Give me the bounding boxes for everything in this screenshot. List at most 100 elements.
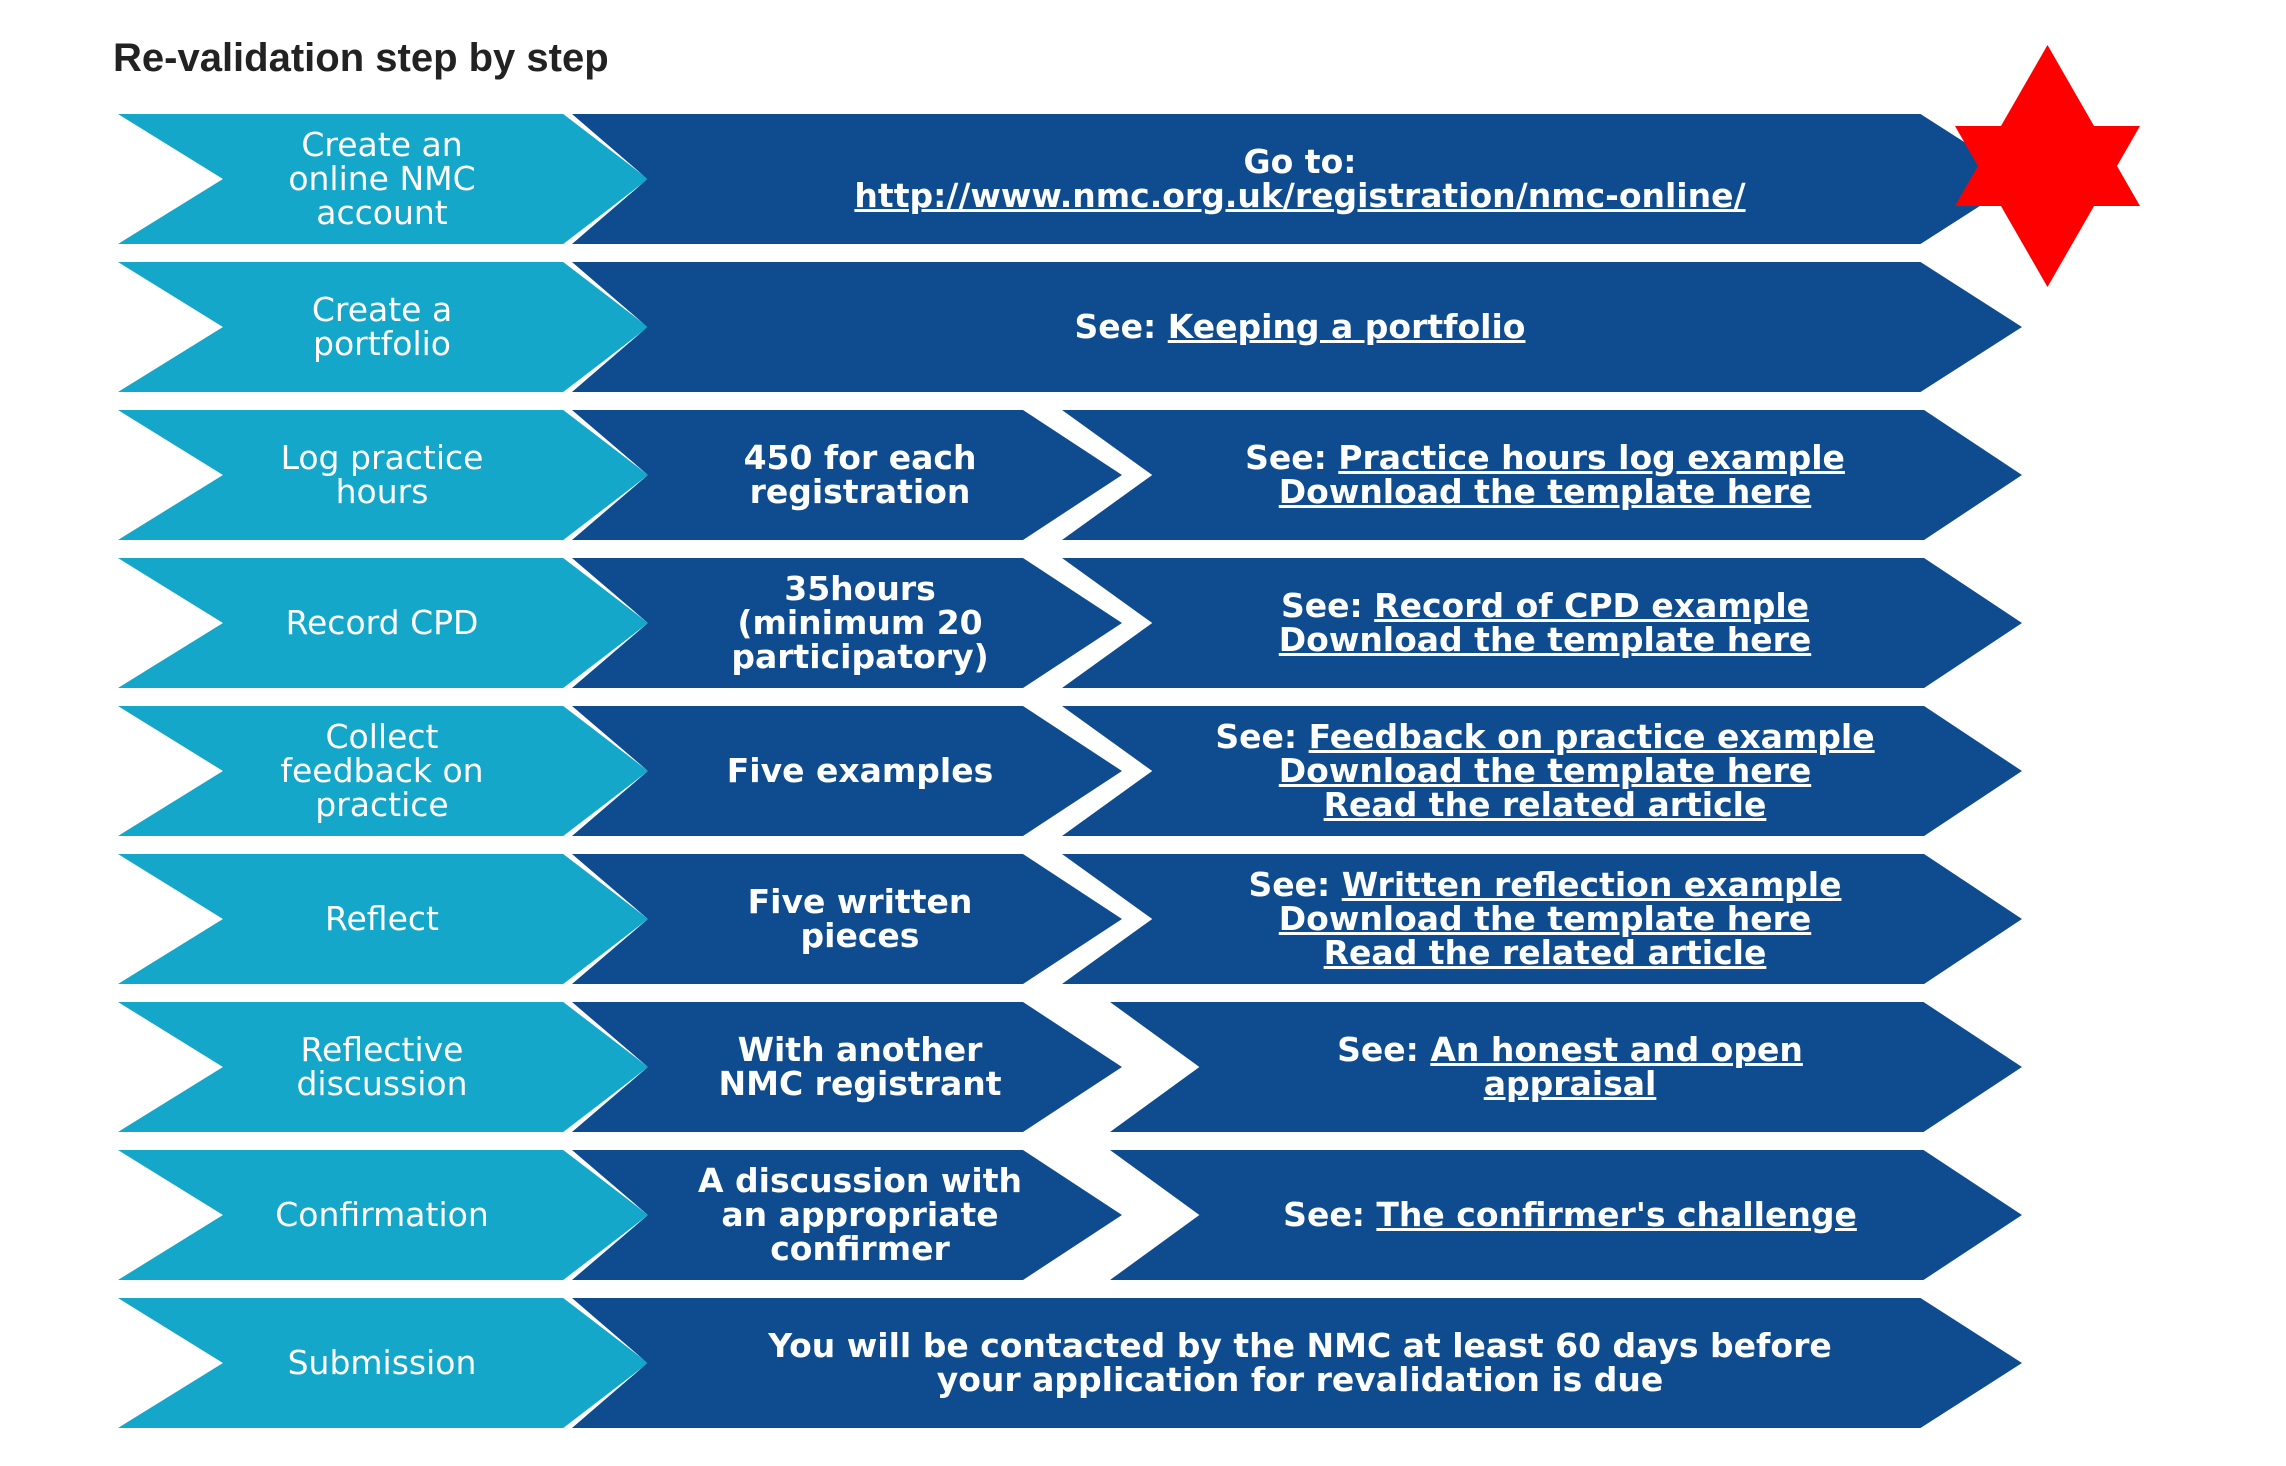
requirement-line: With another — [737, 1030, 983, 1069]
step-label-line: portfolio — [313, 324, 451, 363]
step-label: Reflect — [212, 854, 552, 984]
step-label-line: account — [316, 193, 448, 232]
requirement-line: Five examples — [726, 751, 994, 790]
step-label: Confirmation — [212, 1150, 552, 1280]
info-line-link[interactable]: Keeping a portfolio — [1167, 307, 1526, 346]
step-label-line: practice — [315, 785, 449, 824]
step-label-line: hours — [335, 472, 429, 511]
step-label-line: Create a — [311, 290, 453, 329]
resource-line-link[interactable]: Download the template here — [1278, 620, 1812, 659]
info-text: You will be contacted by the NMC at leas… — [700, 1298, 1900, 1428]
step-label-line: Collect — [325, 717, 439, 756]
resource-line-text: See: — [1283, 1195, 1377, 1234]
requirement-line: 450 for each — [743, 438, 977, 477]
requirement-line: pieces — [800, 916, 920, 955]
info-line-link[interactable]: http://www.nmc.org.uk/registration/nmc-o… — [854, 176, 1746, 215]
resource-line-text: See: — [1215, 717, 1309, 756]
step-label-line: Log practice — [280, 438, 484, 477]
resource-line-link[interactable]: Feedback on practice example — [1308, 717, 1875, 756]
resource-line: Download the template here — [1279, 475, 1811, 509]
resource-line: See: Practice hours log example — [1245, 441, 1845, 475]
step-label-line: online NMC — [288, 159, 476, 198]
requirement-line: A discussion with — [698, 1161, 1022, 1200]
resource-line: Download the template here — [1279, 754, 1811, 788]
info-line: See: Keeping a portfolio — [1075, 310, 1526, 344]
requirement-line: participatory) — [731, 637, 989, 676]
resource-line-link[interactable]: Read the related article — [1323, 785, 1767, 824]
info-line-text: your application for revalidation is due — [936, 1360, 1664, 1399]
step-label: Record CPD — [212, 558, 552, 688]
info-line: your application for revalidation is due — [937, 1363, 1664, 1397]
step-label: Submission — [212, 1298, 552, 1428]
red-star-icon — [1955, 45, 2140, 287]
resources-chevron — [1110, 1002, 2022, 1132]
requirement-chevron — [572, 410, 1122, 540]
step-label-line: discussion — [296, 1064, 468, 1103]
requirement-line: registration — [749, 472, 971, 511]
resources-chevron — [1062, 558, 2022, 688]
requirement-line: 35hours — [784, 569, 936, 608]
info-chevron — [572, 262, 2022, 392]
resource-line: appraisal — [1484, 1067, 1657, 1101]
requirement-chevron — [572, 558, 1122, 688]
resource-line: Read the related article — [1324, 788, 1767, 822]
requirement-line: an appropriate — [721, 1195, 999, 1234]
resource-line-text: See: — [1280, 586, 1375, 625]
step-label-line: Reflect — [325, 899, 439, 938]
resource-line-link[interactable]: Practice hours log example — [1338, 438, 1845, 477]
requirement-chevron — [572, 854, 1122, 984]
resources-chevron — [1110, 1150, 2022, 1280]
resource-line-link[interactable]: Record of CPD example — [1374, 586, 1810, 625]
resource-line-text: See: — [1245, 438, 1339, 477]
step-label-line: Confirmation — [275, 1195, 489, 1234]
info-text: See: Keeping a portfolio — [700, 262, 1900, 392]
resource-line-link[interactable]: The confirmer's challenge — [1376, 1195, 1857, 1234]
resource-line-link[interactable]: Download the template here — [1278, 751, 1812, 790]
resource-line-link[interactable]: Read the related article — [1323, 933, 1767, 972]
info-chevron — [572, 114, 2022, 244]
requirement-chevron — [572, 1002, 1122, 1132]
resource-line-link[interactable]: appraisal — [1483, 1064, 1657, 1103]
resource-line-text: See: — [1248, 865, 1342, 904]
requirement-line: confirmer — [770, 1229, 950, 1268]
requirement-line: NMC registrant — [718, 1064, 1002, 1103]
page-title: Re-validation step by step — [113, 36, 609, 80]
resource-line: See: The confirmer's challenge — [1283, 1198, 1857, 1232]
step-label-line: Record CPD — [285, 603, 479, 642]
step-label-line: feedback on — [280, 751, 484, 790]
resource-line-link[interactable]: Download the template here — [1278, 899, 1812, 938]
info-line-text: Go to: — [1243, 142, 1357, 181]
requirement-text: Five examples — [660, 706, 1060, 836]
step-label-line: Reflective — [300, 1030, 464, 1069]
resource-line-link[interactable]: Download the template here — [1278, 472, 1812, 511]
step-label-line: Create an — [301, 125, 463, 164]
info-line: You will be contacted by the NMC at leas… — [768, 1329, 1831, 1363]
resources-text: See: The confirmer's challenge — [1200, 1150, 1940, 1280]
resource-line-link[interactable]: An honest and open — [1430, 1030, 1803, 1069]
resource-line: See: An honest and open — [1337, 1033, 1803, 1067]
requirement-line: Five written — [747, 882, 973, 921]
info-chevron — [572, 1298, 2022, 1428]
resource-line-text: See: — [1337, 1030, 1431, 1069]
resource-line-link[interactable]: Written reflection example — [1341, 865, 1842, 904]
requirement-chevron — [572, 706, 1122, 836]
info-line-text: You will be contacted by the NMC at leas… — [768, 1326, 1832, 1365]
